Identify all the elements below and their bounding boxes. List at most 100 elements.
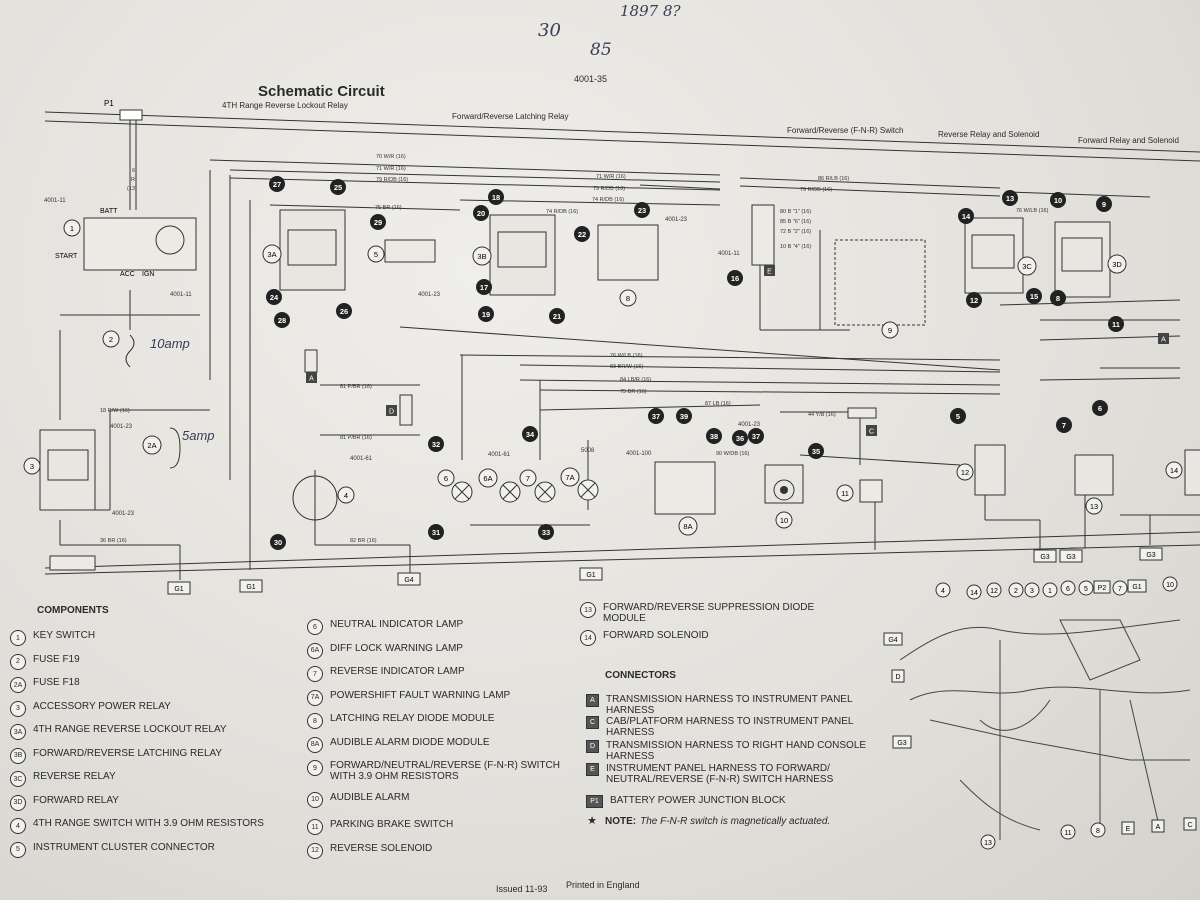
detail-callout: 34 bbox=[522, 426, 538, 442]
section-header: 4TH Range Reverse Lockout Relay bbox=[222, 101, 348, 110]
svg-text:9: 9 bbox=[888, 326, 892, 335]
ground-label: G3 bbox=[1033, 549, 1057, 563]
svg-text:E: E bbox=[767, 269, 772, 276]
svg-text:7A: 7A bbox=[565, 473, 574, 482]
callout-component: 12 bbox=[956, 463, 974, 481]
connector-tag-badge: E bbox=[586, 763, 599, 776]
locator-label: C bbox=[1183, 817, 1197, 831]
wire-label: 72 B "2" (16) bbox=[780, 229, 811, 235]
svg-text:6: 6 bbox=[1066, 586, 1070, 593]
connector-tag-badge: P1 bbox=[586, 795, 603, 808]
svg-text:1: 1 bbox=[70, 224, 74, 233]
component-number-badge: 9 bbox=[307, 760, 323, 776]
forward-relay bbox=[1054, 221, 1111, 298]
wire-label: 83 BR/W (16) bbox=[610, 364, 643, 370]
audible-alarm-diode-module bbox=[654, 461, 716, 515]
component-label: DIFF LOCK WARNING LAMP bbox=[330, 642, 463, 654]
wire-label: 6 bbox=[132, 168, 135, 174]
detail-callout: 7 bbox=[1056, 417, 1072, 433]
svg-text:10: 10 bbox=[1166, 582, 1174, 589]
locator-label: 1 bbox=[1042, 582, 1058, 598]
svg-text:37: 37 bbox=[752, 432, 760, 441]
connector-label: TRANSMISSION HARNESS TO INSTRUMENT PANEL… bbox=[606, 694, 853, 716]
svg-text:G3: G3 bbox=[1040, 554, 1049, 561]
detail-callout: 37 bbox=[648, 408, 664, 424]
connector-tag: C bbox=[866, 425, 877, 436]
wire-label: 87 LB (16) bbox=[705, 401, 731, 407]
detail-callout: 30 bbox=[270, 534, 286, 550]
component-label: FUSE F19 bbox=[33, 653, 80, 665]
svg-text:7: 7 bbox=[526, 474, 530, 483]
callout-component: 3A bbox=[262, 244, 282, 264]
svg-text:9: 9 bbox=[1102, 200, 1106, 209]
component-number-badge: 3C bbox=[10, 771, 26, 787]
component-number-badge: 7 bbox=[307, 666, 323, 682]
note-text: The F-N-R switch is magnetically actuate… bbox=[640, 816, 831, 827]
callout-component: 10 bbox=[775, 511, 793, 529]
svg-text:2: 2 bbox=[1014, 588, 1018, 595]
detail-callout: 12 bbox=[966, 292, 982, 308]
detail-callout: 9 bbox=[1096, 196, 1112, 212]
reverse-solenoid bbox=[974, 444, 1006, 496]
component-number-badge: 12 bbox=[307, 842, 323, 859]
locator-label: 4 bbox=[935, 582, 951, 598]
wire-label: 74 R/DB (16) bbox=[592, 197, 624, 203]
svg-text:4: 4 bbox=[344, 491, 348, 500]
latching-relay bbox=[489, 214, 556, 296]
detail-callout: 5 bbox=[950, 408, 966, 424]
wire-label: 74 R/DB (16) bbox=[546, 209, 578, 215]
connector-label: BATTERY POWER JUNCTION BLOCK bbox=[610, 795, 786, 806]
ground-label: G1 bbox=[239, 579, 263, 593]
wire-label: (13) bbox=[127, 186, 137, 192]
component-label: KEY SWITCH bbox=[33, 630, 96, 641]
locator-label: A bbox=[1151, 819, 1165, 833]
detail-callout: 6 bbox=[1092, 400, 1108, 416]
callout-component: 2A bbox=[142, 435, 162, 455]
detail-callout: 26 bbox=[336, 303, 352, 319]
detail-callout: 35 bbox=[808, 443, 824, 459]
detail-callout: 13 bbox=[1002, 190, 1018, 206]
svg-text:6: 6 bbox=[1098, 404, 1102, 413]
connector-tag-badge: A bbox=[586, 694, 599, 707]
detail-callout: 28 bbox=[274, 312, 290, 328]
locator-label: 13 bbox=[980, 834, 996, 850]
detail-callout: 22 bbox=[574, 226, 590, 242]
section-header: Forward/Reverse (F-N-R) Switch bbox=[787, 126, 904, 135]
svg-text:D: D bbox=[895, 674, 900, 681]
component-label: LATCHING RELAY DIODE MODULE bbox=[330, 713, 495, 724]
callout-component: 11 bbox=[836, 484, 854, 502]
svg-text:18: 18 bbox=[492, 193, 500, 202]
section-header: Forward/Reverse Latching Relay bbox=[452, 112, 569, 121]
svg-text:14: 14 bbox=[1170, 466, 1178, 475]
svg-text:C: C bbox=[869, 429, 874, 436]
svg-text:23: 23 bbox=[638, 206, 646, 215]
svg-text:29: 29 bbox=[374, 218, 382, 227]
svg-text:P1: P1 bbox=[104, 99, 114, 108]
detail-callout: 14 bbox=[958, 208, 974, 224]
wire-label: 79 R/DB (16) bbox=[376, 177, 408, 183]
svg-text:8: 8 bbox=[626, 294, 630, 303]
wire-label: 18 R/W (16) bbox=[100, 408, 130, 414]
locator-label: G4 bbox=[883, 632, 903, 646]
detail-callout: 36 bbox=[732, 430, 748, 446]
svg-text:38: 38 bbox=[710, 432, 718, 441]
locator-label: 10 bbox=[1162, 576, 1178, 592]
detail-callout: 10 bbox=[1050, 192, 1066, 208]
connector-tag: E bbox=[764, 265, 775, 276]
svg-text:14: 14 bbox=[962, 212, 971, 221]
locator-label: 2 bbox=[1008, 582, 1024, 598]
component-label: 4TH RANGE SWITCH WITH 3.9 OHM RESISTORS bbox=[33, 818, 264, 829]
callout-component: 8A bbox=[678, 516, 698, 536]
detail-callout: 19 bbox=[478, 306, 494, 322]
svg-text:6: 6 bbox=[444, 474, 448, 483]
locator-label: 5 bbox=[1078, 580, 1094, 596]
svg-text:A: A bbox=[1161, 337, 1166, 344]
svg-text:6A: 6A bbox=[483, 474, 492, 483]
